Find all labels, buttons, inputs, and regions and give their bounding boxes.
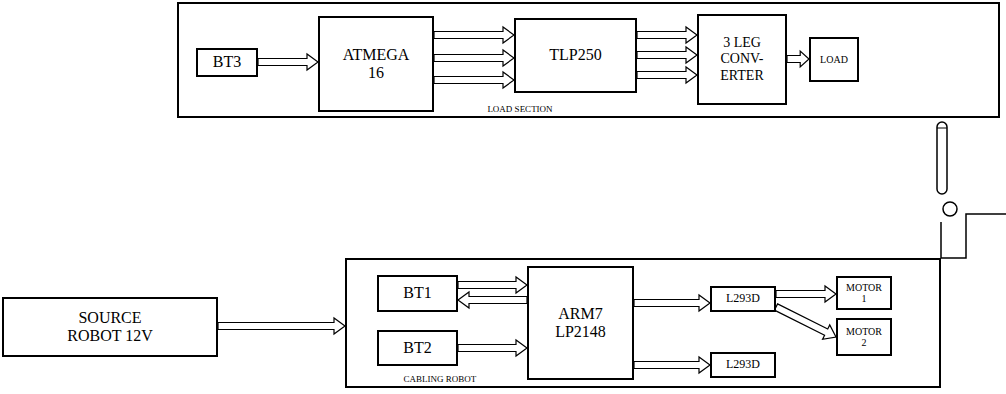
block-arrow <box>458 292 527 308</box>
bluetooth-box: BT2 <box>377 330 458 366</box>
section-heading: LOAD SECTION <box>485 104 554 114</box>
crane-arm <box>941 214 1006 258</box>
block-arrow <box>458 340 527 356</box>
block-arrow <box>258 54 318 70</box>
block-label: LOAD <box>820 54 848 66</box>
controller-box: ATMEGA 16 <box>318 16 434 112</box>
block-label: L293D <box>726 358 760 372</box>
block-label: 3 LEG CONV- ERTER <box>709 35 775 83</box>
motor-box: MOTOR 2 <box>836 318 892 356</box>
drum-rim <box>937 128 947 129</box>
block-arrow <box>637 27 697 43</box>
controller-box: ARM7 LP2148 <box>527 266 634 380</box>
section-frame: LOAD SECTION BT3 ATMEGA 16 TLP250 3 LEG CONV… <box>177 2 1000 118</box>
block-label: MOTOR 1 <box>844 282 884 305</box>
block-arrow <box>634 357 710 373</box>
block-arrow <box>434 27 514 43</box>
block-label: MOTOR 2 <box>844 326 884 349</box>
bluetooth-box: BT1 <box>377 275 458 312</box>
load-box: LOAD <box>809 37 859 82</box>
source-box: SOURCE ROBOT 12V <box>2 297 218 357</box>
converter-box: 3 LEG CONV- ERTER <box>697 14 787 105</box>
block-label: BT1 <box>403 284 431 302</box>
block-arrow <box>787 51 809 67</box>
driver-box: L293D <box>710 352 776 378</box>
block-arrow <box>218 318 345 334</box>
cable-drum <box>937 122 947 194</box>
block-label: L293D <box>726 292 760 306</box>
block-label: SOURCE ROBOT 12V <box>60 309 160 346</box>
motor-box: MOTOR 1 <box>836 276 892 310</box>
block-arrow <box>776 286 836 302</box>
section-frame: CABLING ROBOTBT1BT2ARM7 LP2148L293DMOTOR… <box>345 258 941 388</box>
bluetooth-box: BT3 <box>196 48 258 77</box>
block-label: BT2 <box>403 339 431 357</box>
block-label: TLP250 <box>549 46 601 64</box>
block-arrow <box>774 304 836 339</box>
block-arrow <box>434 50 514 66</box>
block-arrow <box>434 72 514 88</box>
block-arrow <box>458 277 527 293</box>
section-heading: CABLING ROBOT <box>402 374 479 384</box>
block-label: ARM7 LP2148 <box>551 305 611 342</box>
block-arrow <box>637 67 697 83</box>
pulley-wheel <box>943 202 957 216</box>
block-arrow <box>637 47 697 63</box>
driver-box: L293D <box>710 286 776 312</box>
block-label: ATMEGA 16 <box>339 46 414 83</box>
driver-box: TLP250 <box>514 18 637 93</box>
block-label: BT3 <box>213 53 241 71</box>
block-arrow <box>634 295 710 311</box>
